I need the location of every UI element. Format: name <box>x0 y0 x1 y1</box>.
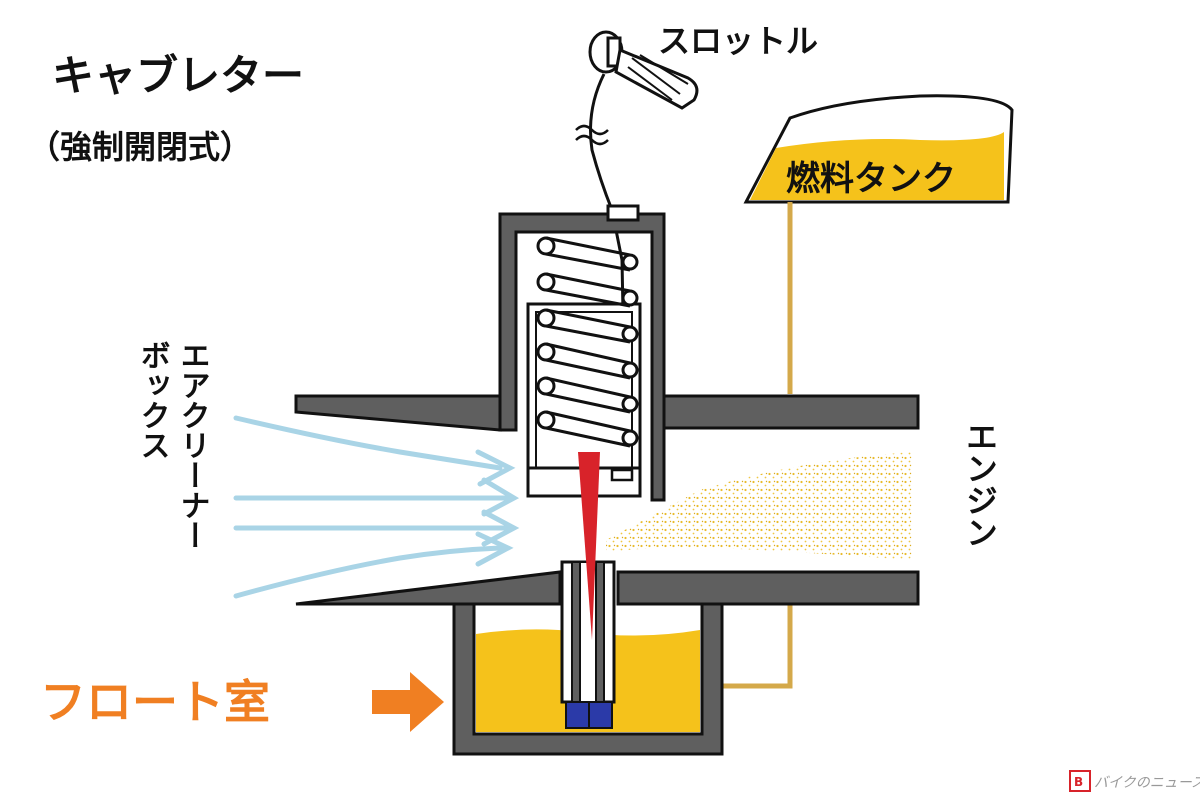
return-spring <box>536 236 639 448</box>
subtitle: （強制開閉式） <box>28 128 252 166</box>
title: キャブレター <box>52 51 304 100</box>
float-chamber-arrow <box>372 672 444 732</box>
float-chamber-body <box>452 602 724 756</box>
watermark: B バイクのニュース <box>1069 770 1200 792</box>
watermark-text: バイクのニュース <box>1094 775 1200 791</box>
fuel-tank-label: 燃料タンク <box>786 159 956 199</box>
fuel-line <box>722 202 793 689</box>
air-flow-arrows <box>233 415 520 599</box>
upper-intake-wall <box>294 394 502 432</box>
fuel-mist <box>606 452 912 560</box>
jet-needle <box>578 452 600 640</box>
throttle-cable <box>589 73 628 471</box>
throttle-label: スロットル <box>658 22 818 60</box>
lower-intake-wall <box>295 570 562 606</box>
fuel-tank-fuel <box>750 132 1004 200</box>
svg-text:B: B <box>1074 775 1083 789</box>
air-cleaner-box-label: ボックス <box>135 340 170 460</box>
float-chamber-label: フロート室 <box>40 675 270 729</box>
slide-housing <box>498 212 666 502</box>
engine-label: エンジン <box>961 420 999 548</box>
air-cleaner-label: エアクリーナー <box>175 340 210 550</box>
throttle-grip <box>588 30 699 110</box>
